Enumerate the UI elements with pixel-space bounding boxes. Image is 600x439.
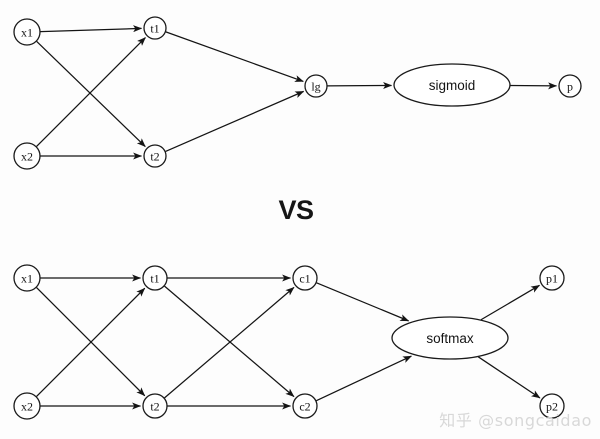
node-bot-c2[interactable]: c2 (292, 393, 318, 419)
node-bot-x1[interactable]: x1 (13, 264, 41, 292)
edge-bot-softmax-to-bot-p1 (480, 284, 541, 321)
edge-top-x2-to-top-t1 (36, 37, 146, 147)
edge-top-t1-to-top-lg (165, 31, 304, 83)
node-shape-bot-t2 (142, 393, 168, 419)
node-shape-bot-p2 (539, 393, 565, 419)
edge-bot-t2-to-bot-c1 (164, 286, 295, 399)
node-top-t2[interactable]: t2 (143, 144, 167, 168)
edge-bot-c2-to-bot-softmax (316, 355, 412, 402)
edge-top-t2-to-top-lg (165, 90, 305, 152)
edge-bot-t1-to-bot-c2 (164, 285, 295, 398)
node-shape-top-p (558, 74, 582, 98)
node-shape-top-x2 (13, 142, 41, 170)
op-shape-bot-softmax (391, 316, 509, 360)
node-top-x1[interactable]: x1 (13, 18, 41, 46)
node-bot-softmax[interactable]: softmax (391, 316, 509, 360)
edge-top-x1-to-top-t1 (40, 25, 143, 33)
node-shape-top-t1 (143, 16, 167, 40)
node-shape-bot-p1 (539, 265, 565, 291)
edges-layer (36, 25, 558, 410)
edge-bot-softmax-to-bot-p2 (477, 356, 541, 399)
node-shape-bot-t1 (142, 265, 168, 291)
vs-separator-label: VS (278, 195, 313, 225)
node-bot-x2[interactable]: x2 (13, 392, 41, 420)
node-top-x2[interactable]: x2 (13, 142, 41, 170)
node-shape-bot-x2 (13, 392, 41, 420)
node-top-t1[interactable]: t1 (143, 16, 167, 40)
edge-top-x1-to-top-t2 (36, 40, 146, 148)
node-shape-top-x1 (13, 18, 41, 46)
edge-bot-x2-to-bot-t1 (36, 287, 146, 397)
node-top-p[interactable]: p (558, 74, 582, 98)
op-shape-top-sigmoid (393, 63, 511, 107)
node-bot-p2[interactable]: p2 (539, 393, 565, 419)
node-shape-top-t2 (143, 144, 167, 168)
node-bot-p1[interactable]: p1 (539, 265, 565, 291)
node-top-lg[interactable]: lg (304, 74, 328, 98)
node-shape-bot-c1 (292, 265, 318, 291)
node-shape-bot-c2 (292, 393, 318, 419)
node-bot-t2[interactable]: t2 (142, 393, 168, 419)
edge-bot-c1-to-bot-softmax (316, 282, 410, 322)
node-top-sigmoid[interactable]: sigmoid (393, 63, 511, 107)
node-bot-c1[interactable]: c1 (292, 265, 318, 291)
node-shape-bot-x1 (13, 264, 41, 292)
node-bot-t1[interactable]: t1 (142, 265, 168, 291)
node-shape-top-lg (304, 74, 328, 98)
